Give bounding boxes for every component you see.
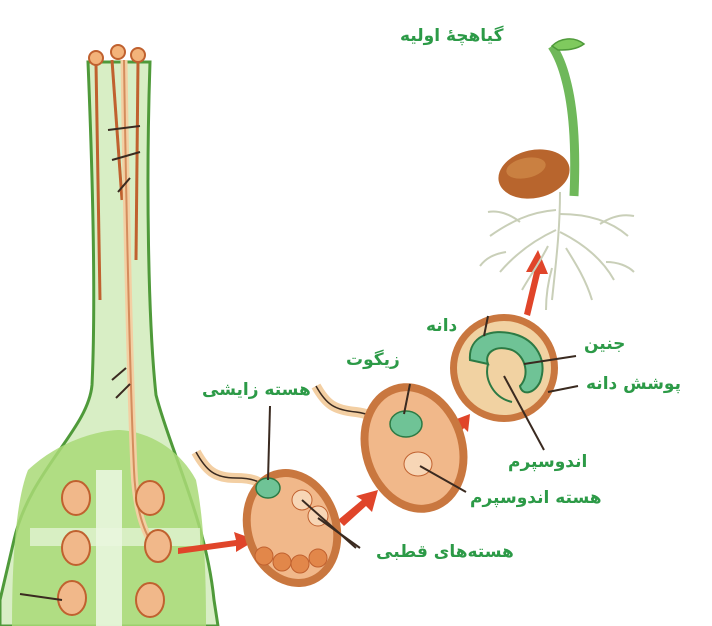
label-seedling: گیاهچهٔ اولیه <box>400 28 504 45</box>
label-endosperm: اندوسپرم <box>508 454 587 471</box>
label-endosperm-nucleus: هسته اندوسپرم <box>470 490 602 507</box>
roots <box>480 192 634 310</box>
ovary-septum-h <box>30 528 200 546</box>
label-sperm-nucleus: هسته زایشی <box>202 382 311 399</box>
label-polar-nuclei: هسته‌های قطبی <box>376 544 514 561</box>
label-seed-coat: پوشش دانه <box>586 376 681 393</box>
pistil <box>0 45 218 626</box>
stigma-knob <box>111 45 125 59</box>
egg-cell-1 <box>256 478 280 498</box>
label-seed: دانه <box>426 318 457 335</box>
stigma-knob <box>131 48 145 62</box>
label-zygote: زیگوت <box>346 352 400 369</box>
endosperm-nucleus <box>404 452 432 476</box>
label-embryo: جنین <box>584 336 625 353</box>
seedling <box>480 39 634 310</box>
pollen-tube <box>136 62 138 260</box>
ovary-septum <box>96 470 122 626</box>
zygote-cell <box>390 411 422 437</box>
seed-stage <box>450 314 558 422</box>
stigma-knob <box>89 51 103 65</box>
